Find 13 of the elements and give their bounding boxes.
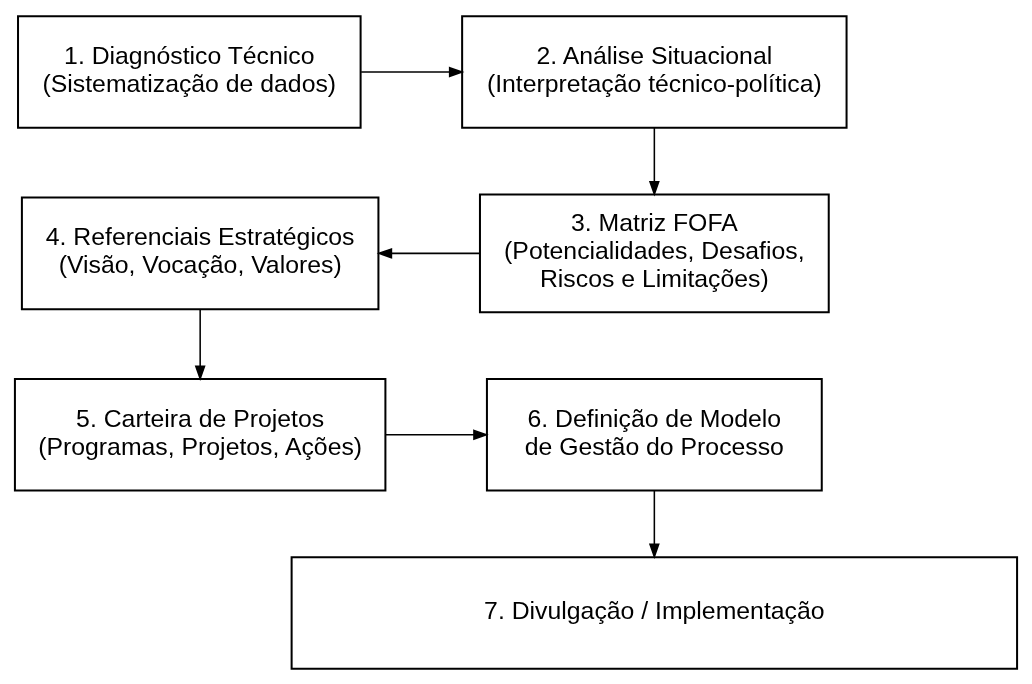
node-box: 2. Análise Situacional (Interpretação técnico-política): [461, 14, 848, 129]
arrow: [648, 489, 660, 559]
node-box: 4. Referenciais Estratégicos (Visão, Vocação, Valores): [20, 196, 380, 310]
node-box: 6. Definição de Modelo de Gestão do Processo: [485, 377, 823, 492]
arrow: [648, 126, 660, 197]
arrow: [360, 66, 465, 77]
node-box: 5. Carteira de Projetos (Programas, Projetos, Ações): [13, 377, 387, 492]
arrow: [376, 247, 481, 259]
node-box: 1. Diagnóstico Técnico (Sistematização de dados): [17, 14, 362, 129]
arrow: [384, 428, 489, 440]
node-box: 7. Divulgação / Implementação: [290, 555, 1019, 670]
arrow: [194, 308, 206, 381]
node-box: 3. Matriz FOFA (Potencialidades, Desafios, Riscos e Limitações): [478, 192, 830, 313]
